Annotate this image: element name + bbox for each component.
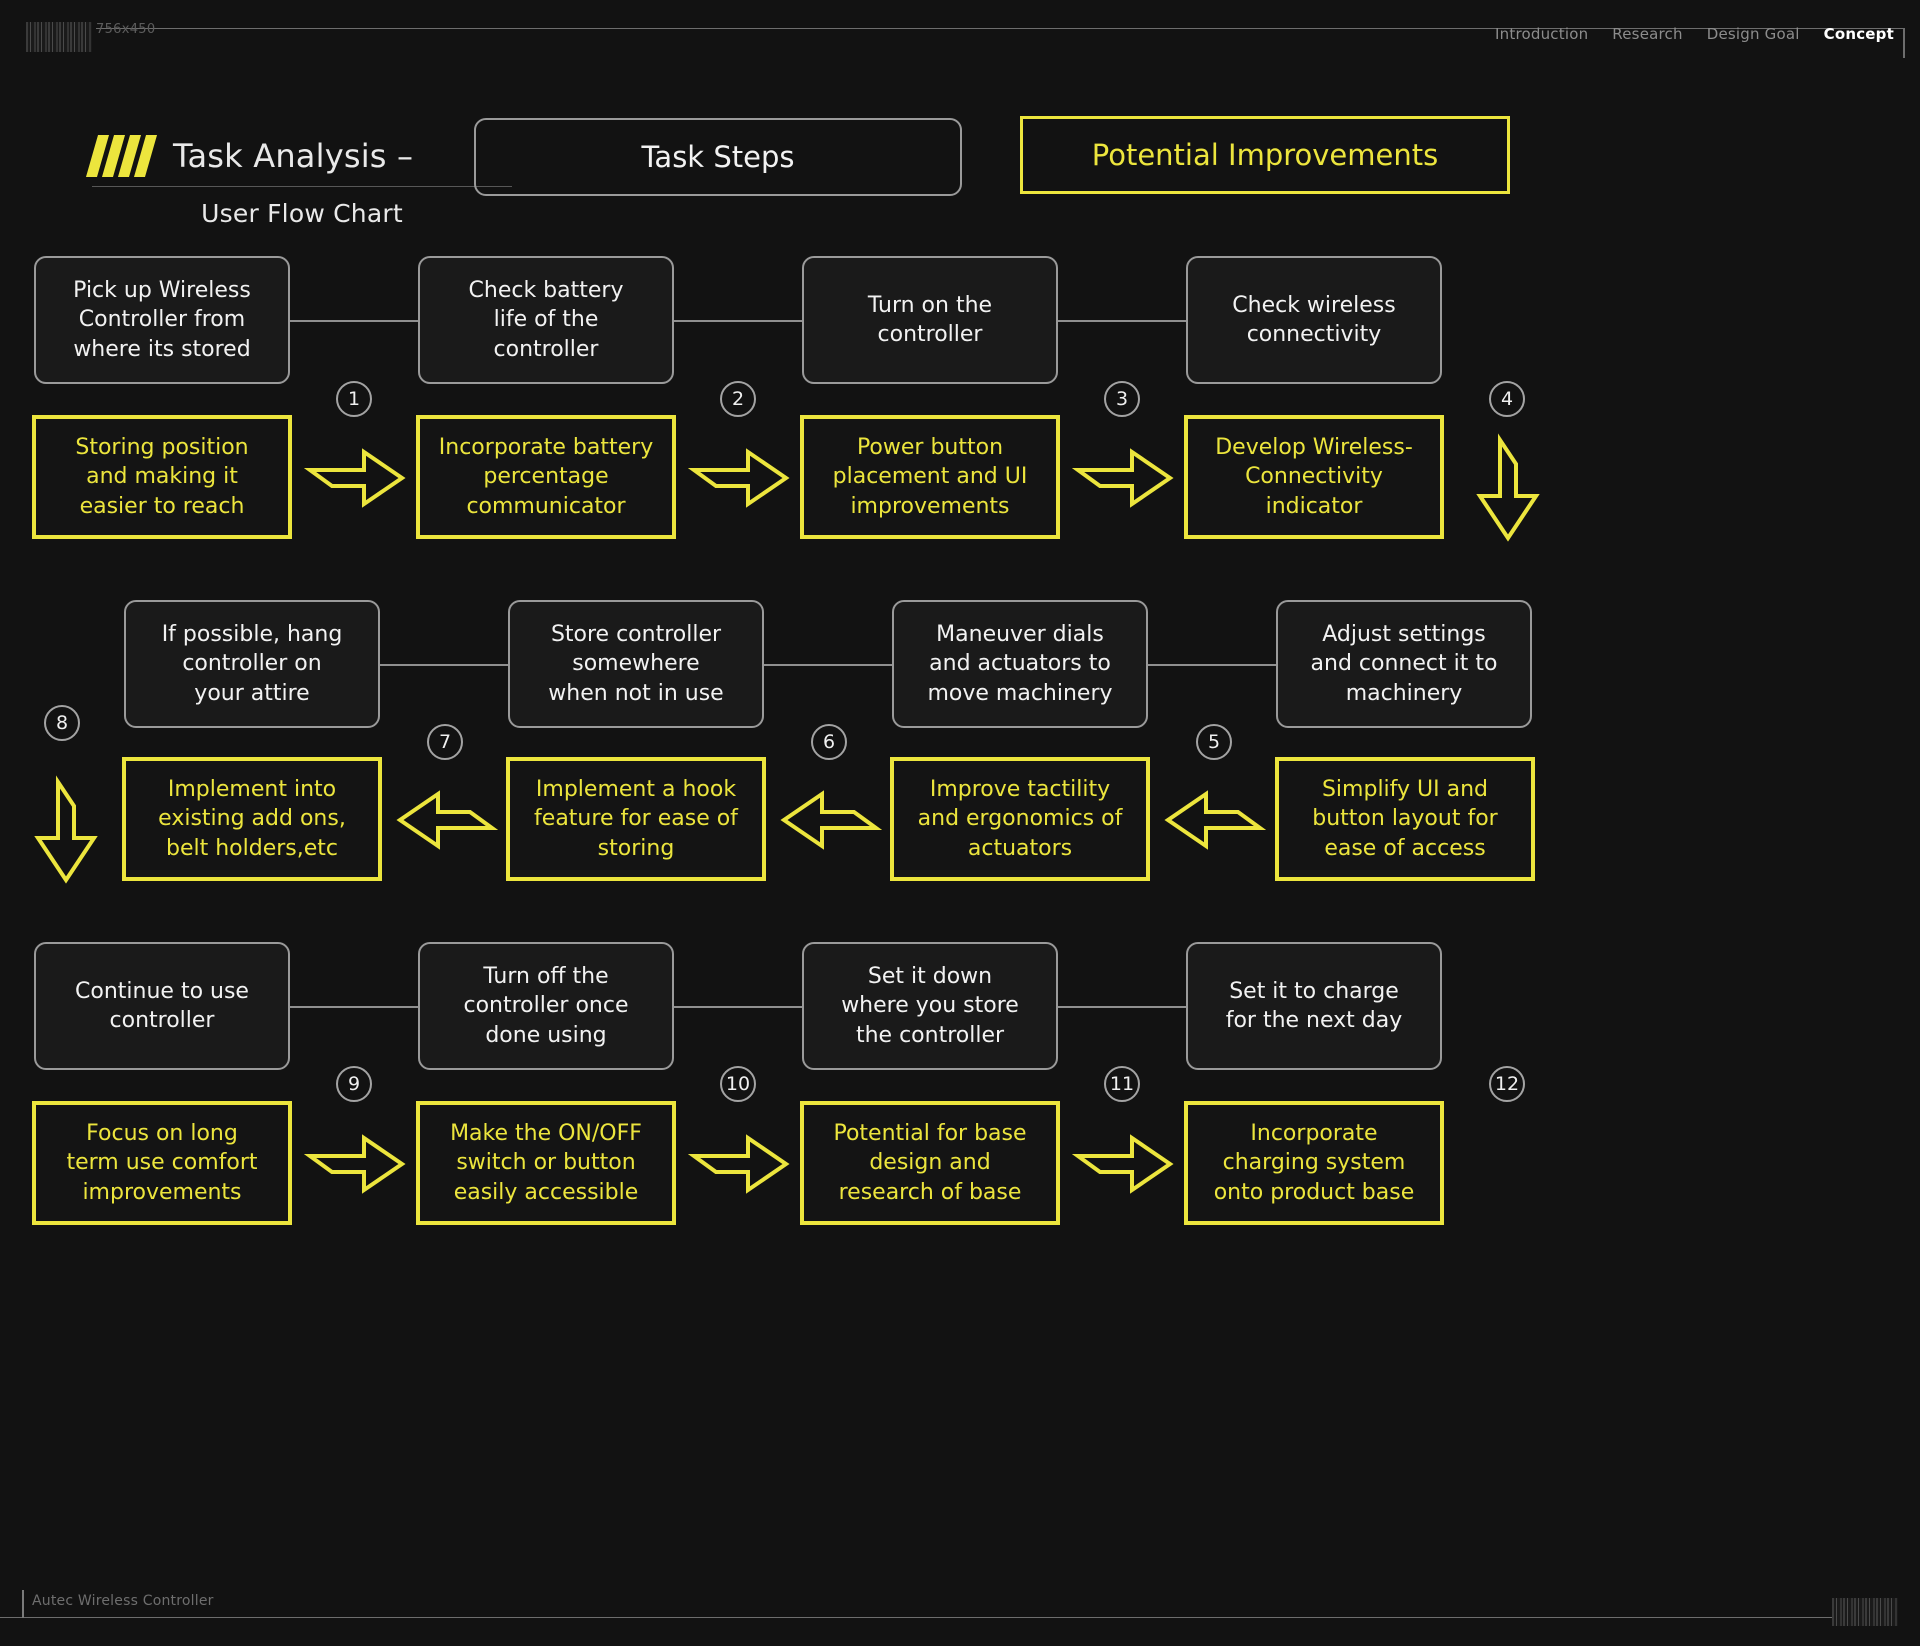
arrow-right-1-icon	[303, 442, 406, 514]
step-box-5[interactable]: Adjust settings and connect it to machin…	[1276, 600, 1532, 728]
improvement-box-3[interactable]: Power button placement and UI improvemen…	[800, 415, 1060, 539]
improvement-box-8[interactable]: Implement into existing add ons, belt ho…	[122, 757, 382, 881]
nav-item-concept[interactable]: Concept	[1823, 25, 1894, 43]
step-number-1: 1	[336, 381, 372, 417]
arrow-right-2-icon	[687, 442, 790, 514]
barcode-icon	[26, 22, 92, 52]
connector-r3-2	[674, 1006, 804, 1008]
page-title: Task Analysis –	[173, 137, 414, 175]
heading-row: Task Analysis –	[85, 135, 512, 177]
step-box-10[interactable]: Turn off the controller once done using	[418, 942, 674, 1070]
step-box-11[interactable]: Set it down where you store the controll…	[802, 942, 1058, 1070]
step-box-7[interactable]: Store controller somewhere when not in u…	[508, 600, 764, 728]
heading-divider	[92, 186, 512, 187]
top-nav: Introduction Research Design Goal Concep…	[1491, 24, 1898, 44]
footer-tick	[22, 1590, 24, 1618]
page-subtitle: User Flow Chart	[201, 199, 403, 228]
improvement-box-9[interactable]: Focus on long term use comfort improveme…	[32, 1101, 292, 1225]
step-box-6[interactable]: Maneuver dials and actuators to move mac…	[892, 600, 1148, 728]
step-number-9: 9	[336, 1066, 372, 1102]
page-heading: Task Analysis – User Flow Chart	[85, 135, 512, 228]
legend-task-steps: Task Steps	[474, 118, 962, 196]
step-number-6: 6	[811, 724, 847, 760]
improvement-box-12[interactable]: Incorporate charging system onto product…	[1184, 1101, 1444, 1225]
step-box-12[interactable]: Set it to charge for the next day	[1186, 942, 1442, 1070]
step-number-5: 5	[1196, 724, 1232, 760]
arrow-right-5-icon	[687, 1128, 790, 1200]
improvement-box-4[interactable]: Develop Wireless- Connectivity indicator	[1184, 415, 1444, 539]
footer-divider	[0, 1617, 1868, 1618]
top-divider	[96, 28, 1904, 29]
step-box-8[interactable]: If possible, hang controller on your att…	[124, 600, 380, 728]
step-number-7: 7	[427, 724, 463, 760]
step-box-1[interactable]: Pick up Wireless Controller from where i…	[34, 256, 290, 384]
connector-r3-3	[1057, 1006, 1188, 1008]
step-number-11: 11	[1104, 1066, 1140, 1102]
step-number-2: 2	[720, 381, 756, 417]
legend-potential-improvements: Potential Improvements	[1020, 116, 1510, 194]
step-number-10: 10	[720, 1066, 756, 1102]
arrow-right-4-icon	[303, 1128, 406, 1200]
arrow-left-2-icon	[780, 784, 883, 856]
footer-barcode-icon	[1832, 1598, 1898, 1626]
arrow-left-1-icon	[396, 784, 499, 856]
step-box-4[interactable]: Check wireless connectivity	[1186, 256, 1442, 384]
step-box-2[interactable]: Check battery life of the controller	[418, 256, 674, 384]
connector-r1-1	[290, 320, 420, 322]
top-divider-cap	[1903, 28, 1905, 58]
nav-item-research[interactable]: Research	[1612, 25, 1683, 43]
step-box-9[interactable]: Continue to use controller	[34, 942, 290, 1070]
connector-r2-1	[380, 664, 512, 666]
top-bar: 756x450 Introduction Research Design Goa…	[0, 0, 1920, 62]
arrow-left-3-icon	[1164, 784, 1267, 856]
step-box-3[interactable]: Turn on the controller	[802, 256, 1058, 384]
arrow-right-3-icon	[1071, 442, 1174, 514]
step-number-3: 3	[1104, 381, 1140, 417]
improvement-box-6[interactable]: Improve tactility and ergonomics of actu…	[890, 757, 1150, 881]
nav-item-design-goal[interactable]: Design Goal	[1706, 25, 1800, 43]
improvement-box-5[interactable]: Simplify UI and button layout for ease o…	[1275, 757, 1535, 881]
step-number-12: 12	[1489, 1066, 1525, 1102]
arrow-down-left-icon	[28, 775, 104, 888]
improvement-box-7[interactable]: Implement a hook feature for ease of sto…	[506, 757, 766, 881]
arrow-right-6-icon	[1071, 1128, 1174, 1200]
step-number-8: 8	[44, 705, 80, 741]
connector-r3-1	[290, 1006, 420, 1008]
footer-label: Autec Wireless Controller	[32, 1593, 214, 1609]
improvement-box-10[interactable]: Make the ON/OFF switch or button easily …	[416, 1101, 676, 1225]
connector-r2-3	[1147, 664, 1280, 666]
connector-r1-2	[674, 320, 804, 322]
improvement-box-1[interactable]: Storing position and making it easier to…	[32, 415, 292, 539]
arrow-down-right-icon	[1470, 433, 1546, 546]
nav-item-introduction[interactable]: Introduction	[1495, 25, 1589, 43]
improvement-box-11[interactable]: Potential for base design and research o…	[800, 1101, 1060, 1225]
connector-r2-2	[763, 664, 896, 666]
step-number-4: 4	[1489, 381, 1525, 417]
connector-r1-3	[1057, 320, 1188, 322]
dimensions-label: 756x450	[96, 22, 156, 37]
improvement-box-2[interactable]: Incorporate battery percentage communica…	[416, 415, 676, 539]
logo-bars-icon	[85, 135, 158, 177]
